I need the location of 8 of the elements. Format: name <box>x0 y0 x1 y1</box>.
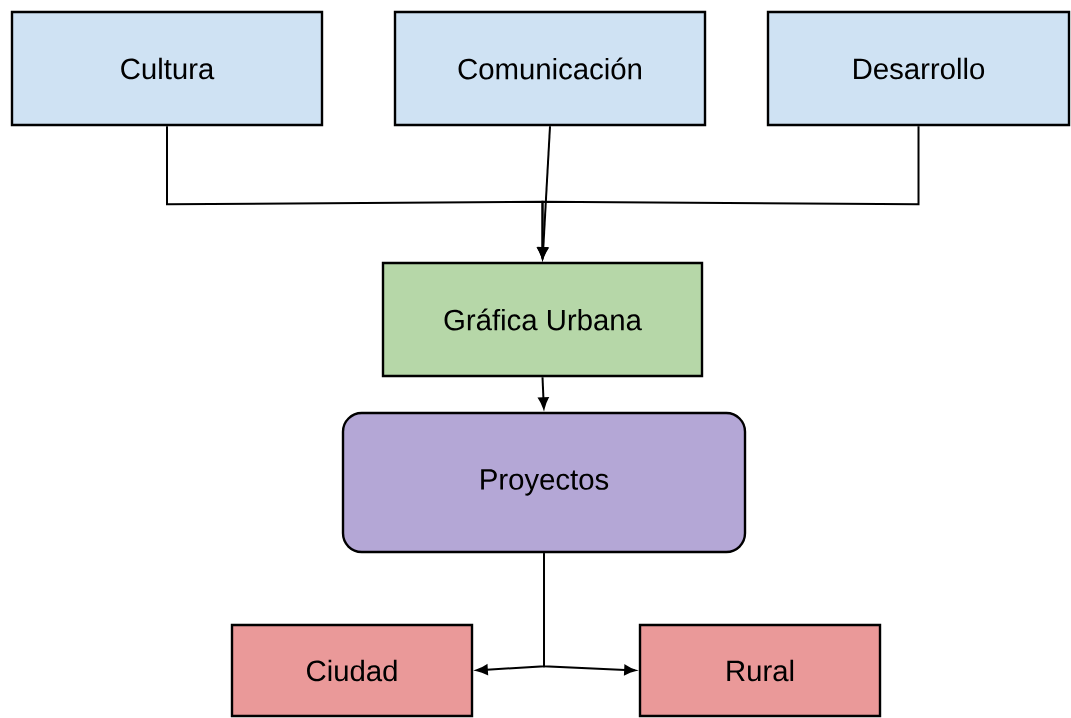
process-box: Desarrollo <box>766 10 1071 127</box>
process-box: Cultura <box>10 10 324 127</box>
process-box: Ciudad <box>230 623 474 718</box>
rounded-box: Proyectos <box>341 411 747 554</box>
process-box: Gráfica Urbana <box>381 261 704 378</box>
arrow <box>538 376 549 409</box>
process-box: Rural <box>638 623 882 718</box>
process-box: Comunicación <box>393 10 707 127</box>
